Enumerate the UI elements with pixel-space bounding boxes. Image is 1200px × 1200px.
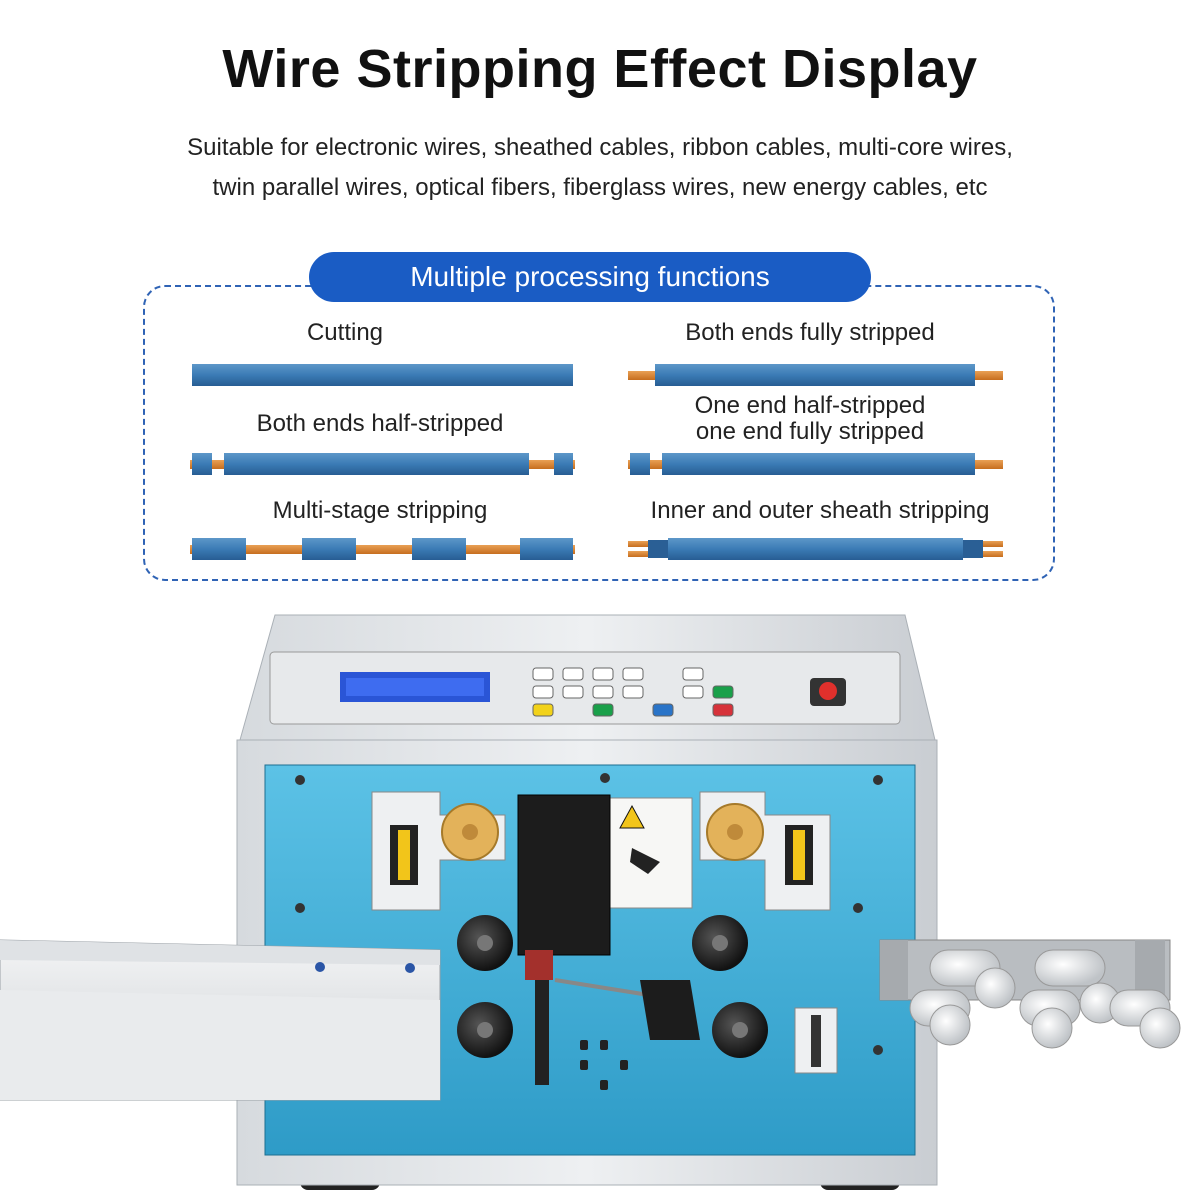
feed-roller-end <box>929 1004 971 1046</box>
key[interactable] <box>532 685 554 699</box>
label-line-1: One end half-stripped <box>694 392 926 419</box>
lcd-screen <box>346 678 484 696</box>
subtitle-line-2: twin parallel wires, optical fibers, fib… <box>212 174 988 201</box>
wire-inner-outer-sheath <box>628 538 1003 560</box>
key-green[interactable] <box>712 685 734 699</box>
key-yellow[interactable] <box>532 703 554 717</box>
label-one-end-half-one-end-full: One end half-stripped one end fully stri… <box>630 393 990 445</box>
label-both-ends-fully-stripped: Both ends fully stripped <box>685 319 935 346</box>
warning-triangle-icon <box>619 804 645 829</box>
wire-outer-sheath <box>668 538 963 560</box>
wire-one-end-half-one-end-full <box>628 453 1003 475</box>
panel-slots <box>580 1040 628 1090</box>
cutter-blade-guard <box>525 950 553 980</box>
label-cutting: Cutting <box>306 319 384 346</box>
feed-roller-end <box>1139 1007 1181 1049</box>
wire-sheath-segment <box>412 538 466 560</box>
functions-banner: Multiple processing functions <box>309 252 871 302</box>
subtitle-line-1: Suitable for electronic wires, sheathed … <box>187 134 1013 161</box>
cutter-head <box>517 794 611 956</box>
wire-multi-stage-stripping <box>190 538 575 560</box>
tray-screw <box>405 963 415 973</box>
right-scale <box>793 830 805 880</box>
panel-screws <box>295 773 883 1055</box>
roller-hub <box>477 1022 493 1038</box>
key[interactable] <box>622 685 644 699</box>
key[interactable] <box>622 667 644 681</box>
control-panel <box>269 651 901 725</box>
warning-label <box>609 797 693 909</box>
wire-sheath <box>192 364 573 386</box>
power-switch-light <box>819 682 837 700</box>
label-multi-stage-stripping: Multi-stage stripping <box>272 497 488 524</box>
key[interactable] <box>682 667 704 681</box>
wire-sheath <box>655 364 975 386</box>
wire-both-ends-half-stripped <box>190 453 575 475</box>
feed-roller-end <box>1031 1007 1073 1049</box>
feed-roller <box>1034 949 1106 987</box>
key[interactable] <box>562 667 584 681</box>
key[interactable] <box>682 685 704 699</box>
page-title: Wire Stripping Effect Display <box>222 39 978 99</box>
roller-hub <box>477 935 493 951</box>
key[interactable] <box>592 685 614 699</box>
roller-hub <box>732 1022 748 1038</box>
wire-sheath-end-left <box>192 453 212 475</box>
wire-sheath <box>662 453 975 475</box>
cutter-blade-arm <box>535 955 549 1085</box>
pressure-arm <box>640 980 700 1040</box>
key-blue[interactable] <box>652 703 674 717</box>
wire-sheath-segment <box>192 538 246 560</box>
feed-guide-bracket <box>880 940 908 1000</box>
feed-rollers <box>909 949 1181 1049</box>
left-knob-center <box>462 824 478 840</box>
feed-roller-end <box>974 967 1016 1009</box>
key[interactable] <box>592 667 614 681</box>
key[interactable] <box>562 685 584 699</box>
hand-hazard-icon <box>630 848 660 874</box>
wire-sheath-end-right <box>554 453 573 475</box>
wire-sheath <box>224 453 529 475</box>
key[interactable] <box>532 667 554 681</box>
adjust-slider[interactable] <box>811 1015 821 1067</box>
wire-sheath-segment <box>520 538 573 560</box>
wire-core <box>190 545 575 554</box>
wire-sheath-end-left <box>630 453 650 475</box>
label-inner-outer-sheath-stripping: Inner and outer sheath stripping <box>650 497 990 524</box>
keypad <box>532 667 734 717</box>
left-scale <box>398 830 410 880</box>
key-green[interactable] <box>592 703 614 717</box>
roller-hub <box>712 935 728 951</box>
label-both-ends-half-stripped: Both ends half-stripped <box>256 410 504 437</box>
key-red[interactable] <box>712 703 734 717</box>
label-line-2: one end fully stripped <box>695 418 925 445</box>
wire-cutting <box>192 364 573 386</box>
wire-both-ends-fully-stripped <box>628 364 1003 386</box>
wire-stripping-machine <box>0 614 1181 1190</box>
output-tray-lip <box>0 940 440 965</box>
wire-sheath-segment <box>302 538 356 560</box>
page-subtitle: Suitable for electronic wires, sheathed … <box>100 128 1100 208</box>
tray-screw <box>315 962 325 972</box>
output-tray-floor <box>0 990 440 1100</box>
right-knob-center <box>727 824 743 840</box>
